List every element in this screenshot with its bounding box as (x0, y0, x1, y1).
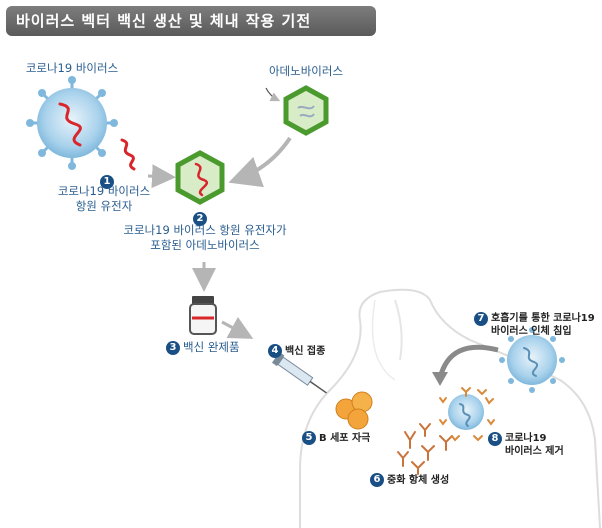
infection-label-line2: 바이러스 인체 침입 (491, 326, 572, 337)
infection-label: 7 호흡기를 통한 코로나19 바이러스 인체 침입 (474, 312, 595, 338)
removal-label-line1: 코로나19 (505, 433, 547, 444)
removal-label-line2: 바이러스 제거 (505, 446, 564, 457)
diagram-title: 바이러스 벡터 백신 생산 및 체내 작용 기전 (6, 6, 376, 36)
step-4-badge: 4 (268, 344, 282, 358)
step-3-badge: 3 (166, 340, 180, 355)
antibody-icon (397, 423, 453, 475)
neutralized-virus-icon (439, 387, 495, 442)
antibody-text: 중화 항체 생성 (387, 475, 450, 486)
step-6-badge: 6 (370, 473, 384, 487)
recombinant-adenovirus-label: 코로나19 바이러스 항원 유전자가 포함된 아데노바이러스 (102, 223, 308, 253)
antigen-gene-icon (120, 138, 136, 171)
adenovirus-icon (283, 85, 329, 136)
step-7-badge: 7 (474, 312, 488, 326)
recombinant-adenovirus-icon (175, 150, 225, 205)
b-cell-text: B 세포 자극 (319, 433, 371, 444)
syringe-icon (271, 352, 327, 394)
adenovirus-label: 아데노바이러스 (268, 64, 344, 78)
step-1-badge: 1 (100, 171, 117, 190)
recombinant-label-line2: 포함된 아데노바이러스 (150, 238, 260, 252)
covid-virus-icon (26, 76, 118, 170)
antigen-gene-label-line1: 코로나19 바이러스 (57, 184, 151, 198)
step-2-badge: 2 (193, 208, 210, 227)
finished-vaccine-text: 백신 완제품 (183, 340, 240, 354)
step-5-badge: 5 (302, 431, 316, 445)
vaccine-vial-icon (189, 296, 217, 335)
vaccination-text: 백신 접종 (285, 346, 326, 357)
step-8-badge: 8 (488, 432, 502, 446)
antigen-gene-label-line2: 항원 유전자 (75, 199, 133, 213)
recombinant-label-line1: 코로나19 바이러스 항원 유전자가 (123, 223, 287, 237)
inhaled-virus-icon (499, 327, 565, 393)
antigen-gene-label: 코로나19 바이러스 항원 유전자 (46, 184, 162, 214)
human-body-outline (299, 288, 601, 528)
infection-label-line1: 호흡기를 통한 코로나19 (491, 313, 595, 324)
covid-virus-label: 코로나19 바이러스 (25, 61, 119, 75)
b-cell-icon (335, 391, 373, 430)
removal-label: 8 코로나19 바이러스 제거 (488, 432, 564, 458)
